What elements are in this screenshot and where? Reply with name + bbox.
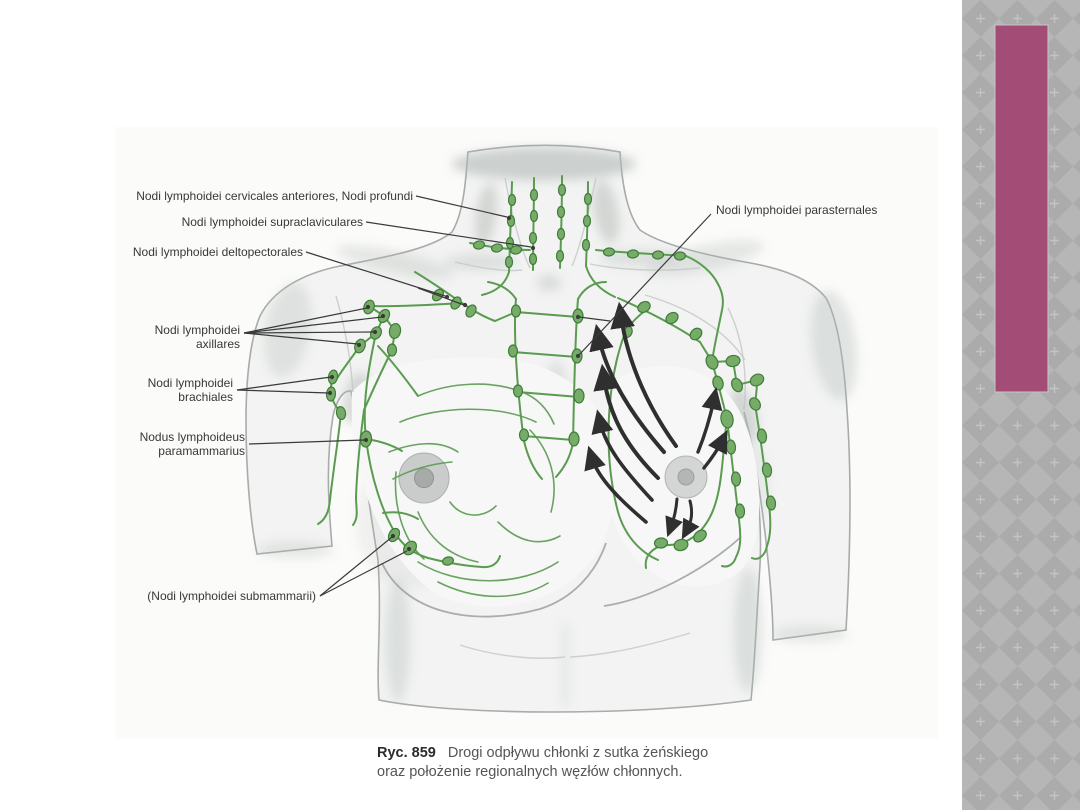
label-parasternales: Nodi lymphoidei parasternales (716, 203, 878, 217)
callout-dots (327, 215, 581, 552)
breast-lymph-web (388, 383, 561, 598)
lymph-nodes (325, 183, 777, 566)
decorative-sidebar (962, 0, 1080, 810)
label-axillares: Nodi lymphoidei axillares (154, 323, 240, 351)
figure-caption-text: Drogi odpływu chłonki z sutka żeńskiego … (377, 745, 709, 780)
nipple (414, 468, 434, 488)
anatomy-lines (335, 177, 746, 659)
callout-lines (236, 195, 712, 597)
label-deltopectorales: Nodi lymphoidei deltopectorales (132, 245, 303, 259)
accent-bar (994, 24, 1049, 393)
breast-left-of-subject (602, 365, 760, 607)
figure-number: Ryc. 859 (377, 745, 436, 761)
label-paramammarius: Nodus lymphoideus paramammarius (139, 430, 245, 458)
label-brachiales: Nodi lymphoidei brachiales (147, 376, 233, 404)
nipple (677, 468, 695, 486)
label-submammarii: (Nodi lymphoidei submammarii) (147, 589, 316, 603)
flow-arrows (584, 301, 728, 540)
breast-right-of-subject (351, 357, 615, 618)
label-cervicales: Nodi lymphoidei cervicales anteriores, N… (136, 189, 413, 203)
label-supraclaviculares: Nodi lymphoidei supraclaviculares (181, 215, 363, 229)
